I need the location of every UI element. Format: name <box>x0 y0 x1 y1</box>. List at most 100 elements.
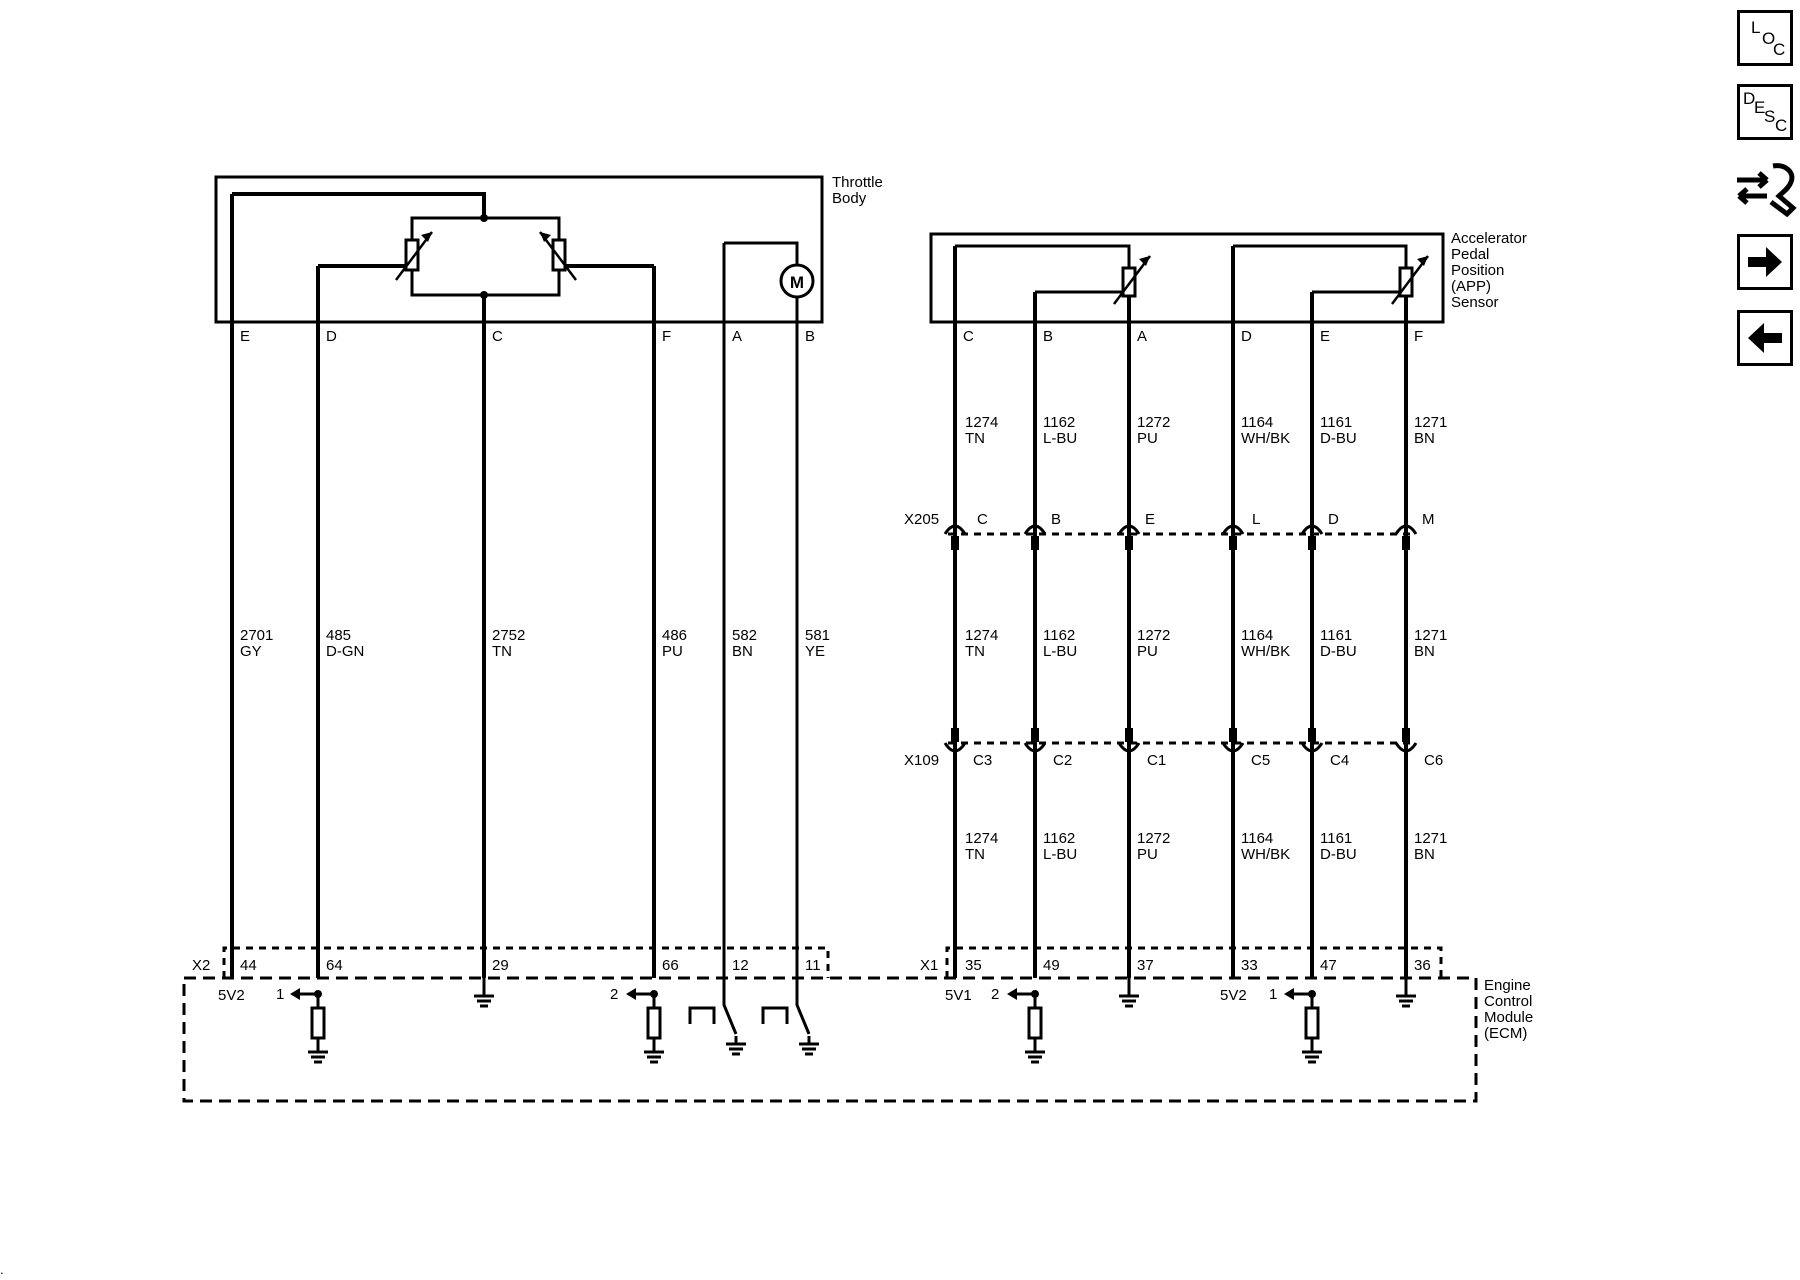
seg2-1274-color: TN <box>965 643 985 660</box>
x205-pin-b: B <box>1051 511 1061 528</box>
arrow-left-icon <box>1748 323 1782 353</box>
ecm-resistor-4 <box>1304 1006 1320 1040</box>
tb-pin-c: C <box>492 328 503 345</box>
app-sensor-2-element <box>1391 255 1429 305</box>
wire-486-color: PU <box>662 643 683 660</box>
connector-swap-button[interactable] <box>1733 156 1799 220</box>
seg1-1161-color: D-BU <box>1320 430 1357 447</box>
ecm-resistor-3 <box>1027 1006 1043 1040</box>
ecm-pin-47: 47 <box>1320 957 1337 974</box>
seg2-1162-color: L-BU <box>1043 643 1077 660</box>
desc-letter-c: C <box>1775 116 1788 135</box>
seg2-1161-color: D-BU <box>1320 643 1357 660</box>
seg2-1162-circuit: 1162 <box>1043 627 1075 644</box>
ecm-pin-11: 11 <box>805 957 821 974</box>
ecm-pin-36: 36 <box>1414 957 1431 974</box>
seg3-1272-circuit: 1272 <box>1137 830 1170 847</box>
seg2-1271-circuit: 1271 <box>1414 627 1447 644</box>
app-wires <box>953 246 1408 978</box>
x205-pin-l: L <box>1252 511 1260 528</box>
tb-pin-a: A <box>732 328 742 345</box>
app-pin-b: B <box>1043 328 1053 345</box>
x1-connector <box>945 946 1443 978</box>
throttle-body-wires <box>230 194 799 978</box>
app-sensor-box <box>929 232 1445 324</box>
ecm-pin-12: 12 <box>732 957 749 974</box>
x205-label: X205 <box>904 511 939 528</box>
ecm-pin-49: 49 <box>1043 957 1060 974</box>
previous-page-button[interactable] <box>1737 310 1793 366</box>
app-label-2: Pedal <box>1451 246 1489 263</box>
x109-connector <box>943 741 1418 753</box>
ecm-signal-app-b: 2 <box>991 986 999 1003</box>
x205-connector <box>943 524 1418 536</box>
app-pin-e: E <box>1320 328 1330 345</box>
seg3-1272-color: PU <box>1137 846 1158 863</box>
throttle-body-label-1: Throttle <box>832 174 883 191</box>
ecm-resistor-2 <box>646 1006 662 1040</box>
seg1-1272-color: PU <box>1137 430 1158 447</box>
app-pin-c: C <box>963 328 974 345</box>
tb-pin-b: B <box>805 328 815 345</box>
seg2-1161-circuit: 1161 <box>1320 627 1352 644</box>
wire-486-circuit: 486 <box>662 627 687 644</box>
app-pin-f: F <box>1414 328 1423 345</box>
throttle-body-box <box>214 175 824 324</box>
app-sensor-1-element <box>1113 255 1151 305</box>
seg1-1274-color: TN <box>965 430 985 447</box>
wire-2752-color: TN <box>492 643 512 660</box>
ecm-pin-44: 44 <box>240 957 257 974</box>
seg1-1271-circuit: 1271 <box>1414 414 1447 431</box>
throttle-position-sensor-1 <box>395 231 433 281</box>
wire-582-color: BN <box>732 643 753 660</box>
seg3-1162-circuit: 1162 <box>1043 830 1075 847</box>
x109-pin-c1: C1 <box>1147 752 1166 769</box>
x1-label: X1 <box>920 957 938 974</box>
seg2-1164-color: WH/BK <box>1241 643 1290 660</box>
ecm-pin-35: 35 <box>965 957 982 974</box>
description-button[interactable]: D E S C <box>1737 84 1793 140</box>
seg3-1271-color: BN <box>1414 846 1435 863</box>
tb-pin-e: E <box>240 328 250 345</box>
x205-pin-c: C <box>977 511 988 528</box>
app-pin-d: D <box>1241 328 1252 345</box>
ecm-ref-5v1: 5V1 <box>945 987 972 1004</box>
seg3-1164-color: WH/BK <box>1241 846 1290 863</box>
location-button[interactable]: L O C <box>1737 10 1793 66</box>
app-pin-a: A <box>1137 328 1147 345</box>
app-label-1: Accelerator <box>1451 230 1527 247</box>
seg2-1274-circuit: 1274 <box>965 627 998 644</box>
connector-swap-icon <box>1737 163 1797 218</box>
ecm-signal-tb-f: 2 <box>610 986 618 1003</box>
seg2-1272-circuit: 1272 <box>1137 627 1170 644</box>
ecm-pin-37: 37 <box>1137 957 1154 974</box>
desc-letter-s: S <box>1764 107 1776 126</box>
ecm-resistor-1 <box>310 1006 326 1040</box>
throttle-body-label-2: Body <box>832 190 867 207</box>
ecm-signal-app-e: 1 <box>1269 986 1277 1003</box>
ecm-ref-5v2-left: 5V2 <box>218 987 245 1004</box>
seg3-1164-circuit: 1164 <box>1241 830 1273 847</box>
x109-pin-c4: C4 <box>1330 752 1349 769</box>
x109-label: X109 <box>904 752 939 769</box>
seg1-1274-circuit: 1274 <box>965 414 998 431</box>
wiring-diagram: M Throttle Body E D C F A B 2701 GY 485 … <box>0 174 1533 1277</box>
next-page-button[interactable] <box>1737 234 1793 290</box>
ecm-pin-64: 64 <box>326 957 343 974</box>
seg3-1274-color: TN <box>965 846 985 863</box>
ecm-pin-33: 33 <box>1241 957 1258 974</box>
seg2-1271-color: BN <box>1414 643 1435 660</box>
seg3-1274-circuit: 1274 <box>965 830 998 847</box>
desc-letter-e: E <box>1754 98 1766 117</box>
wire-2752-circuit: 2752 <box>492 627 525 644</box>
loc-letter-l: L <box>1751 18 1761 37</box>
seg2-1272-color: PU <box>1137 643 1158 660</box>
x109-pin-c5: C5 <box>1251 752 1270 769</box>
tb-pin-f: F <box>662 328 671 345</box>
loc-letter-c: C <box>1773 40 1786 59</box>
app-label-3: Position <box>1451 262 1504 279</box>
seg3-1162-color: L-BU <box>1043 846 1077 863</box>
ecm-box <box>182 976 1478 1103</box>
x2-label: X2 <box>192 957 210 974</box>
seg1-1164-color: WH/BK <box>1241 430 1290 447</box>
